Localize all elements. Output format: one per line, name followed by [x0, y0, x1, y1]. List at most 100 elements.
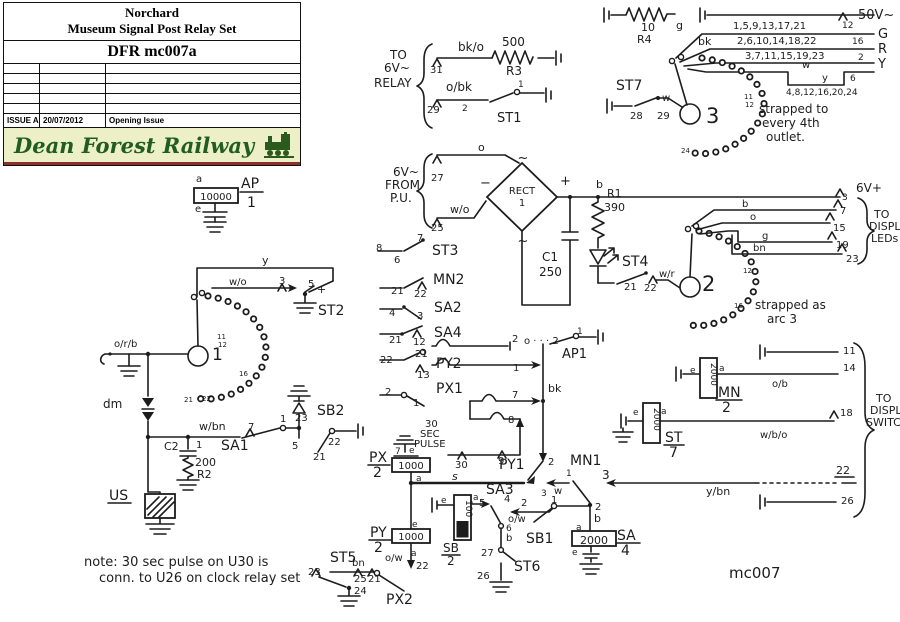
title-line-2: Museum Signal Post Relay Set — [67, 21, 237, 36]
arc2-contact-16: 16 — [734, 302, 743, 310]
bus-y: Y — [877, 57, 886, 72]
pulse-line2: SEC — [420, 429, 440, 440]
terminal-26-r: 26 — [841, 496, 854, 507]
arrowhead-py1 — [539, 453, 547, 462]
terminal-5-sb2: 5 — [292, 441, 298, 452]
ground-icon — [176, 479, 200, 491]
sb1-contact-2: 2 — [521, 498, 527, 509]
switch-ap1-lever — [549, 336, 574, 345]
py2-a: a — [411, 549, 417, 559]
c2-ref: C2 — [164, 440, 179, 453]
railway-name: Dean Forest Railway — [14, 132, 255, 158]
mn1-terminal-3r: 3 — [602, 468, 610, 482]
terminal-caret — [457, 451, 467, 460]
ground-icon — [293, 295, 317, 314]
issue-description: Opening Issue — [109, 116, 165, 125]
terminal-8-mid: 8 — [508, 415, 514, 426]
circuit-rotary-1 — [99, 267, 364, 535]
rect1-num: 1 — [519, 198, 525, 209]
arc1-contact-12: 12 — [218, 341, 227, 349]
wire-hump — [469, 411, 521, 420]
st4-ref: ST4 — [622, 254, 648, 270]
terminal-2-row3: 2 — [858, 53, 864, 63]
sa4-a: a — [576, 523, 582, 533]
sa4-sw-ref: SA4 — [434, 325, 462, 341]
px1-sw-ref: PX1 — [436, 381, 463, 397]
rect1-ac-bot: ~ — [518, 234, 529, 249]
terminal-22-r: 22 — [836, 464, 850, 477]
supply-icon — [620, 413, 627, 429]
py2-value: 1000 — [398, 532, 423, 543]
st5-ref: ST5 — [330, 550, 356, 566]
arc1-contact-21: 21 — [184, 396, 193, 404]
supply-icon — [431, 497, 438, 513]
bus-r: R — [878, 42, 887, 57]
st7-wire-w: w — [662, 93, 670, 104]
c1-ref: C1 — [542, 250, 558, 264]
title-line-1: Norchard — [125, 5, 179, 20]
st7coil-e: e — [633, 408, 639, 418]
sb2-sw-ref: SB2 — [317, 403, 344, 419]
wire-25 — [436, 200, 487, 219]
sb2-value: 100 — [463, 500, 473, 517]
mn2-a: a — [719, 364, 725, 374]
note-strapped-arc-2: arc 3 — [767, 312, 797, 326]
arrowhead — [481, 500, 490, 508]
px2-ref-bot: 2 — [373, 465, 382, 481]
circuit-rotary-3 — [603, 7, 875, 158]
wire-color-bk-o: bk/o — [458, 40, 484, 54]
bus-6v-plus: 6V+ — [856, 181, 882, 195]
coil-lead — [202, 202, 228, 223]
terminal-23-st5: 23 — [308, 567, 321, 578]
wire-y-drop — [308, 280, 334, 293]
sa4-ref-bot: 4 — [621, 543, 630, 559]
terminal-23-led: 23 — [846, 254, 859, 265]
mn1-contact-1: 1 — [566, 469, 572, 479]
wire-color-o-r-b: o/r/b — [114, 339, 137, 350]
terminal-12: 12 — [842, 21, 853, 31]
terminal-caret — [311, 568, 321, 577]
wire-color-s: s — [452, 470, 458, 483]
px2-e: e — [409, 446, 415, 456]
revision-row-empty — [4, 104, 300, 114]
led-row-bn-wire — [731, 234, 843, 255]
terminal-22-st4: 22 — [644, 283, 657, 294]
switch-st2-contact — [302, 291, 308, 297]
capacitor-c1 — [561, 196, 579, 306]
st2-plus: + — [317, 283, 326, 296]
issue-label: ISSUE A — [4, 114, 40, 127]
c1-value: 250 — [539, 265, 562, 279]
dfr-logo-locomotive — [264, 132, 294, 158]
to-displ-switch-2: DISPL — [870, 404, 900, 417]
supply-icon — [555, 50, 562, 66]
bus-g: G — [878, 27, 888, 42]
rotary-1-wiper — [187, 345, 209, 367]
terminal-21-st4: 21 — [624, 282, 637, 293]
st7coil-a: a — [661, 407, 667, 417]
wire-y-top — [196, 267, 334, 298]
arrowhead-down — [407, 560, 415, 569]
switch-st6-contact — [497, 546, 505, 554]
wire-color-w-o: w/o — [450, 203, 470, 216]
wire-color-w-bn: w/bn — [199, 420, 226, 433]
wire-27 — [436, 154, 520, 164]
circuit-ap1-coil — [193, 187, 264, 233]
terminal-1-px1: 1 — [413, 398, 419, 409]
st7-sw-ref: ST7 — [616, 78, 642, 94]
switch-mn2 — [379, 277, 424, 289]
rect1-ac-top: ~ — [518, 151, 529, 166]
terminal-caret — [432, 155, 442, 164]
terminal-14: 14 — [843, 363, 856, 374]
row4-color-y: y — [822, 73, 828, 84]
terminal-caret — [825, 212, 835, 221]
diode-dm2 — [142, 412, 154, 421]
dm-label: dm — [103, 397, 122, 411]
switch-st1-lever — [489, 92, 514, 103]
led-row-o-wire — [695, 222, 831, 231]
terminal-caret — [838, 12, 848, 21]
banner: Dean Forest Railway — [4, 128, 300, 165]
arrowhead — [288, 284, 297, 292]
switch-px1-contact — [400, 391, 408, 399]
switch-sa3-lever — [490, 505, 502, 525]
